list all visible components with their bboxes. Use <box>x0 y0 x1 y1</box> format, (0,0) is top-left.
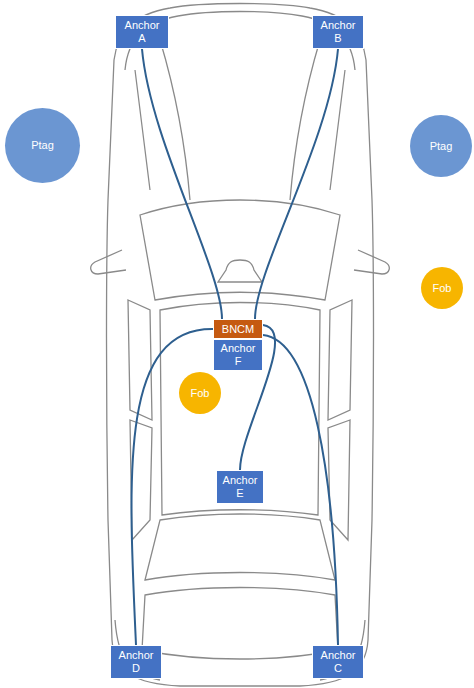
bncm-box: BNCM <box>213 319 263 339</box>
node-label: Fob <box>433 282 452 295</box>
node-label: Anchor A <box>120 19 164 45</box>
anchor-box: Anchor F <box>213 339 263 371</box>
node-label: Anchor E <box>221 474 259 500</box>
node-label: Anchor B <box>317 19 359 45</box>
wire <box>263 335 338 645</box>
anchor-box: Anchor E <box>216 470 264 504</box>
node-label: Ptag <box>430 140 453 153</box>
node-label: Anchor D <box>115 649 157 675</box>
anchor-box: Anchor A <box>115 15 169 49</box>
node-label: Fob <box>191 387 210 400</box>
ptag-circle: Ptag <box>410 115 472 177</box>
wire <box>142 49 222 319</box>
node-label: Anchor F <box>218 342 258 368</box>
anchor-box: Anchor D <box>110 645 162 679</box>
wire <box>255 49 338 319</box>
fob-circle: Fob <box>179 372 221 414</box>
fob-circle: Fob <box>421 267 463 309</box>
node-label: Anchor C <box>317 649 359 675</box>
node-label: BNCM <box>222 323 254 336</box>
node-label: Ptag <box>31 139 54 152</box>
ptag-circle: Ptag <box>5 108 80 183</box>
anchor-box: Anchor C <box>312 645 364 679</box>
anchor-box: Anchor B <box>312 15 364 49</box>
